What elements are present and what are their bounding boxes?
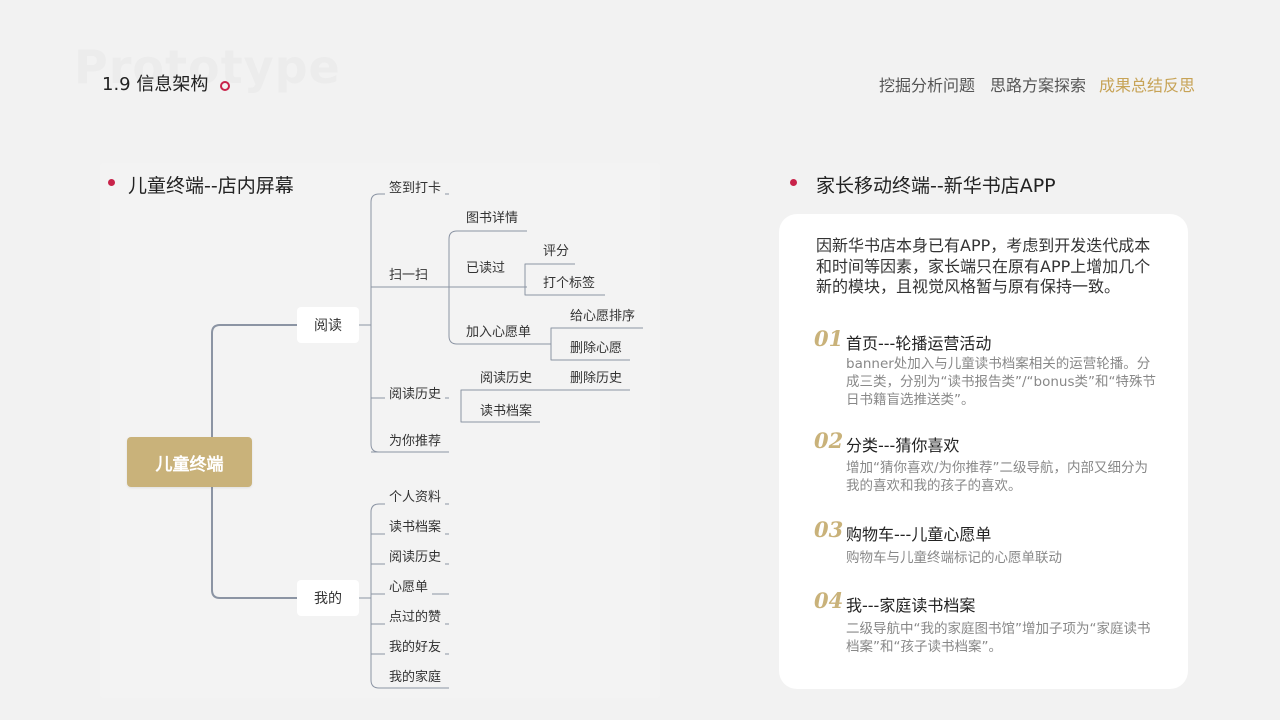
watermark-text: Prototype: [74, 40, 341, 94]
node-read: 已读过: [462, 257, 510, 276]
right-section-title: 家长移动终端--新华书店APP: [816, 175, 1056, 197]
node-mine: 我的: [297, 580, 359, 616]
feature-title: 首页---轮播运营活动: [846, 334, 992, 353]
feature-number: 02: [814, 428, 844, 453]
node-scan: 扫一扫: [385, 264, 433, 283]
section-bullet-icon: [790, 179, 797, 186]
read-branch-line: [524, 263, 605, 296]
node-mine-history: 阅读历史: [385, 546, 446, 565]
node-reading-history: 阅读历史: [385, 383, 446, 402]
feature-number: 01: [814, 326, 844, 351]
node-sort-wish: 给心愿排序: [566, 305, 640, 324]
left-section-title: 儿童终端--店内屏幕: [128, 175, 294, 197]
node-likes: 点过的赞: [385, 606, 446, 625]
feature-desc: 购物车与儿童终端标记的心愿单联动: [846, 550, 1062, 566]
node-sub-history: 阅读历史: [476, 367, 537, 386]
feature-number: 04: [814, 588, 844, 613]
feature-desc: 增加“猜你喜欢/为你推荐”二级导航，内部又细分为我的喜欢和我的孩子的喜欢。: [846, 460, 1149, 494]
nav-exploration[interactable]: 思路方案探索: [990, 76, 1087, 95]
section-bullet-icon: [108, 179, 115, 186]
node-tag: 打个标签: [539, 272, 600, 291]
reading-branch-line: [359, 193, 449, 453]
node-archive: 读书档案: [476, 400, 537, 419]
trunk-line: [211, 324, 298, 599]
history-branch-line: [460, 389, 630, 423]
node-mine-wishlist: 心愿单: [385, 576, 433, 595]
intro-text: 因新华书店本身已有APP，考虑到开发迭代成本和时间等因素，家长端只在原有APP上…: [816, 236, 1151, 296]
feature-number: 03: [814, 517, 844, 542]
node-add-wishlist: 加入心愿单: [462, 321, 536, 340]
feature-title: 购物车---儿童心愿单: [846, 525, 992, 544]
title-ring-icon: [220, 81, 230, 91]
wishlist-branch-line: [550, 327, 643, 361]
root-node-child-terminal: 儿童终端: [127, 437, 252, 487]
node-rating: 评分: [539, 240, 574, 259]
node-delete-wish: 删除心愿: [566, 337, 627, 356]
node-family: 我的家庭: [385, 666, 446, 685]
scan-branch-line: [448, 230, 551, 345]
node-profile: 个人资料: [385, 486, 446, 505]
feature-title: 我---家庭读书档案: [846, 596, 976, 615]
node-delete-history: 删除历史: [566, 367, 627, 386]
node-recommend: 为你推荐: [385, 430, 446, 449]
node-mine-archive: 读书档案: [385, 516, 446, 535]
nav-analysis[interactable]: 挖掘分析问题: [879, 76, 976, 95]
feature-desc: 二级导航中“我的家庭图书馆”增加子项为“家庭读书档案”和“孩子读书档案”。: [846, 621, 1151, 655]
nav-summary[interactable]: 成果总结反思: [1099, 76, 1196, 95]
node-reading: 阅读: [297, 307, 359, 343]
parent-app-card: [779, 214, 1188, 689]
feature-title: 分类---猜你喜欢: [846, 436, 960, 455]
feature-desc: banner处加入与儿童读书档案相关的运营轮播。分成三类，分别为“读书报告类”/…: [846, 356, 1156, 408]
node-checkin: 签到打卡: [385, 177, 446, 196]
node-friends: 我的好友: [385, 636, 446, 655]
page-title: 1.9 信息架构: [102, 74, 209, 95]
mine-branch-line: [359, 503, 449, 689]
node-book-detail: 图书详情: [462, 207, 523, 226]
